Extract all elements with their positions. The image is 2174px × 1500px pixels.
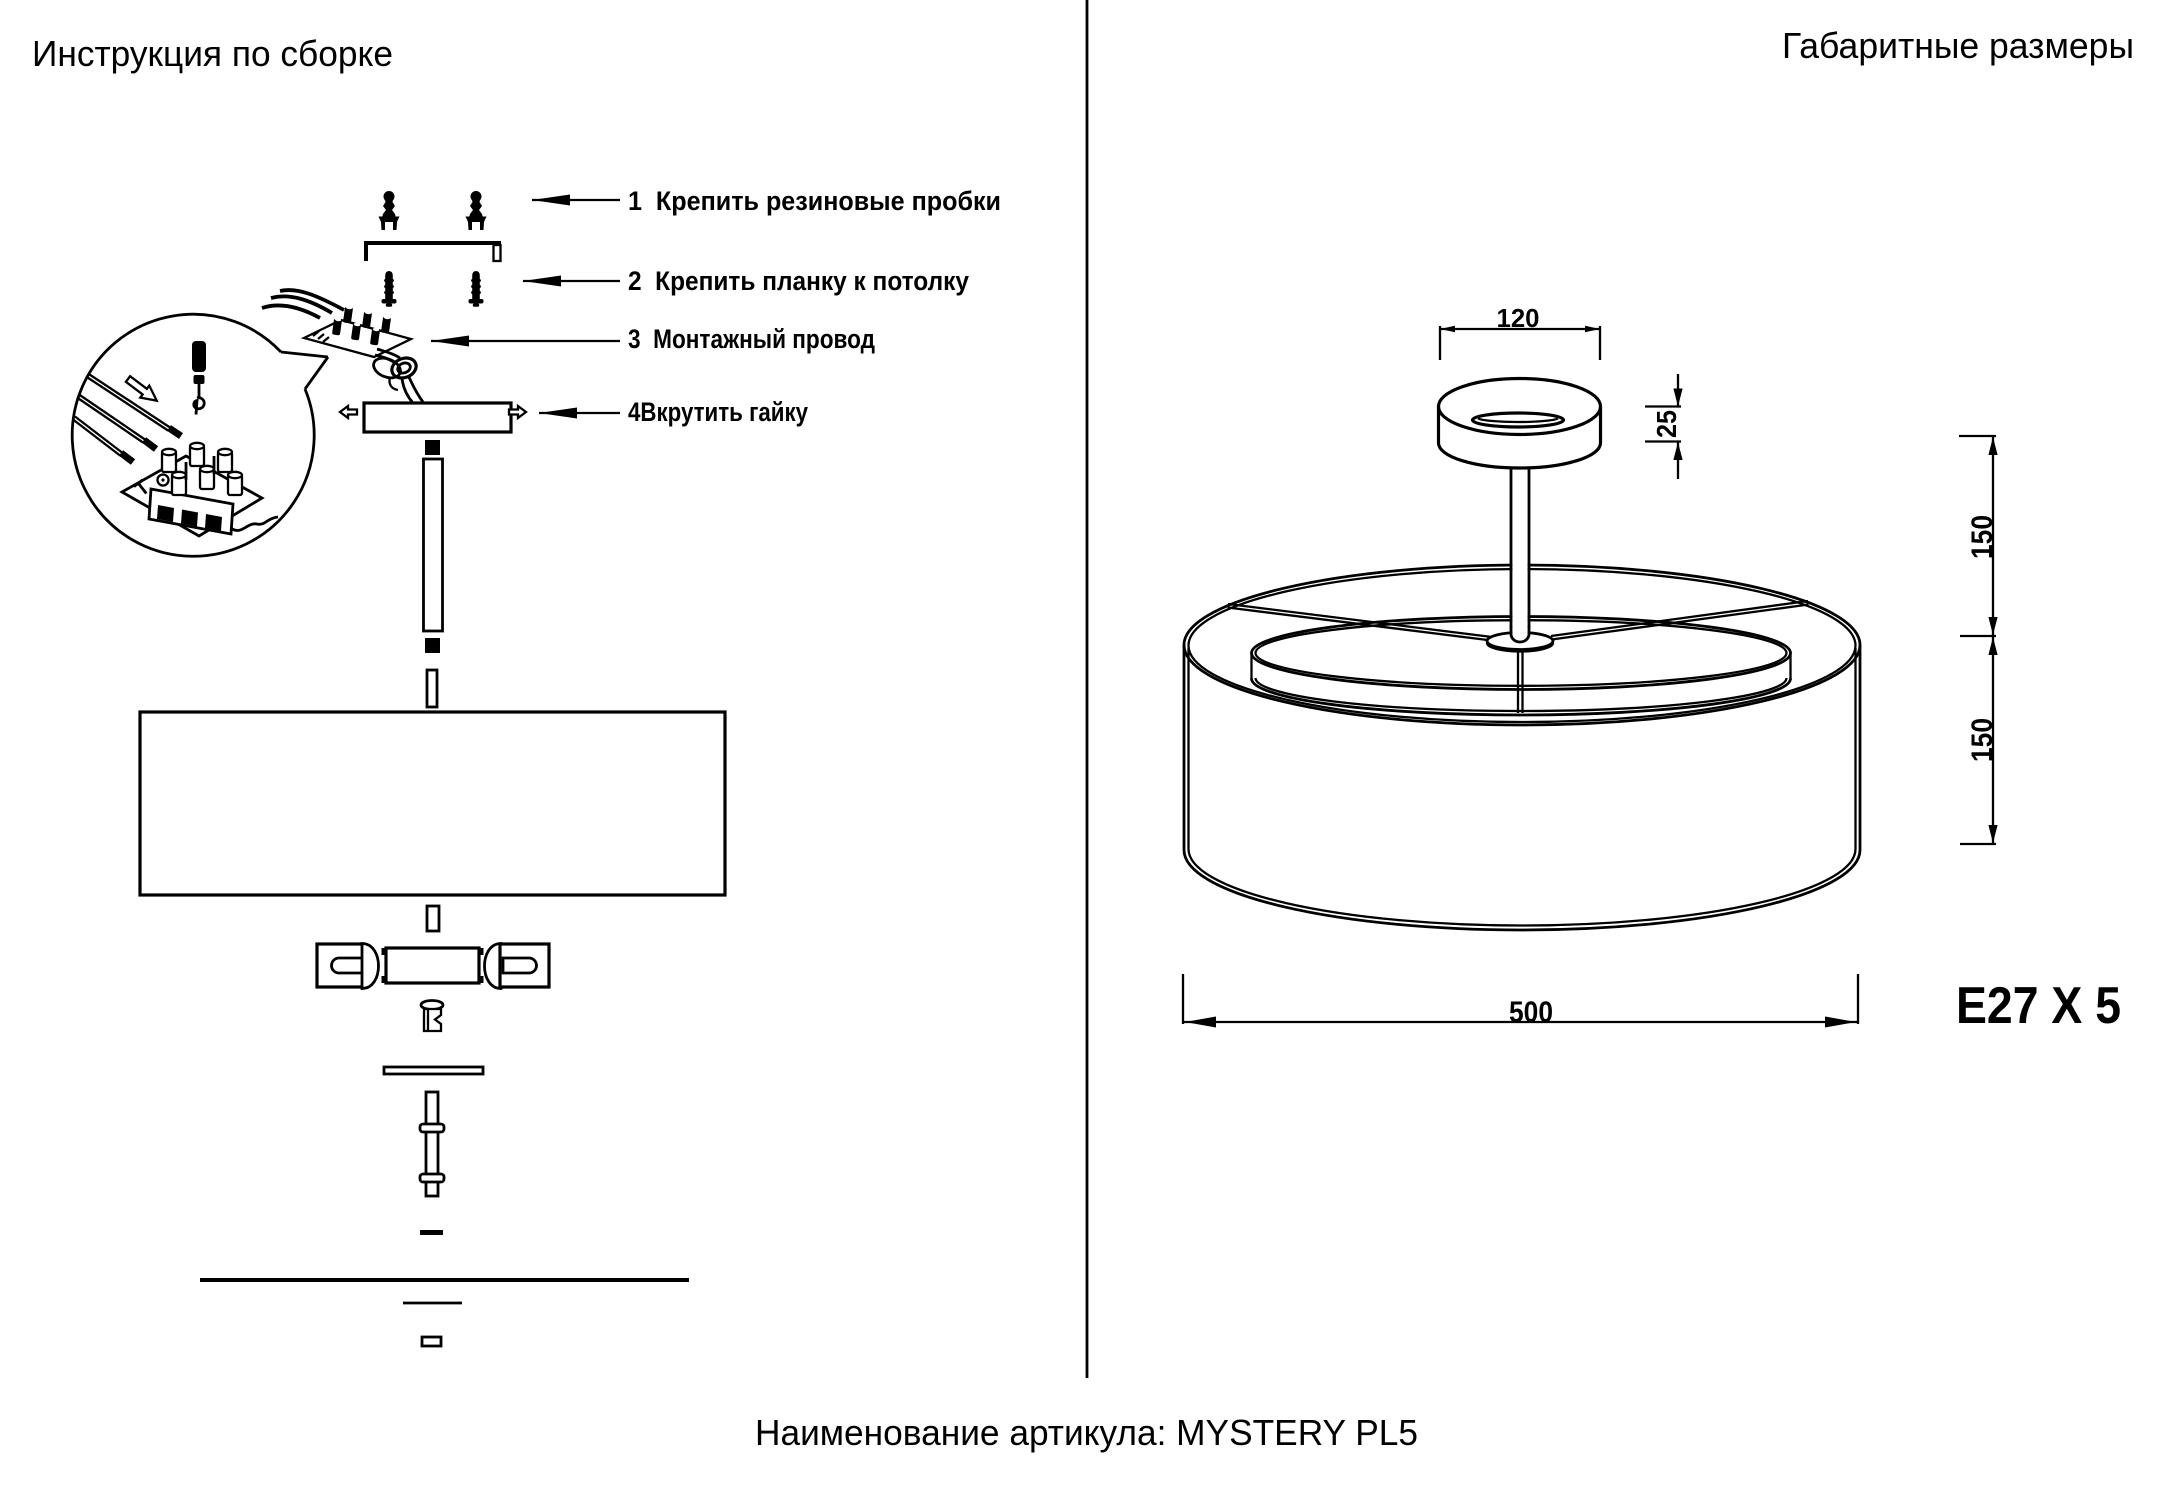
svg-text:25: 25 <box>1651 410 1682 438</box>
svg-text:3 Монтажный провод: 3 Монтажный провод <box>628 324 875 354</box>
svg-text:E27 X 5: E27 X 5 <box>1956 977 2121 1035</box>
svg-text:150: 150 <box>1966 515 1999 559</box>
svg-text:500: 500 <box>1509 996 1553 1029</box>
svg-text:150: 150 <box>1966 718 1999 762</box>
svg-text:Наименование артикула: MYSTERY: Наименование артикула: MYSTERY PL5 <box>755 1412 1418 1453</box>
svg-text:2 Крепить планку к потолку: 2 Крепить планку к потолку <box>628 266 969 296</box>
svg-text:Инструкция по сборке: Инструкция по сборке <box>32 33 393 74</box>
svg-text:1 Крепить резиновые пробки: 1 Крепить резиновые пробки <box>628 186 1001 216</box>
svg-text:4Вкрутить гайку: 4Вкрутить гайку <box>628 397 808 427</box>
svg-text:Габаритные размеры: Габаритные размеры <box>1782 25 2134 66</box>
